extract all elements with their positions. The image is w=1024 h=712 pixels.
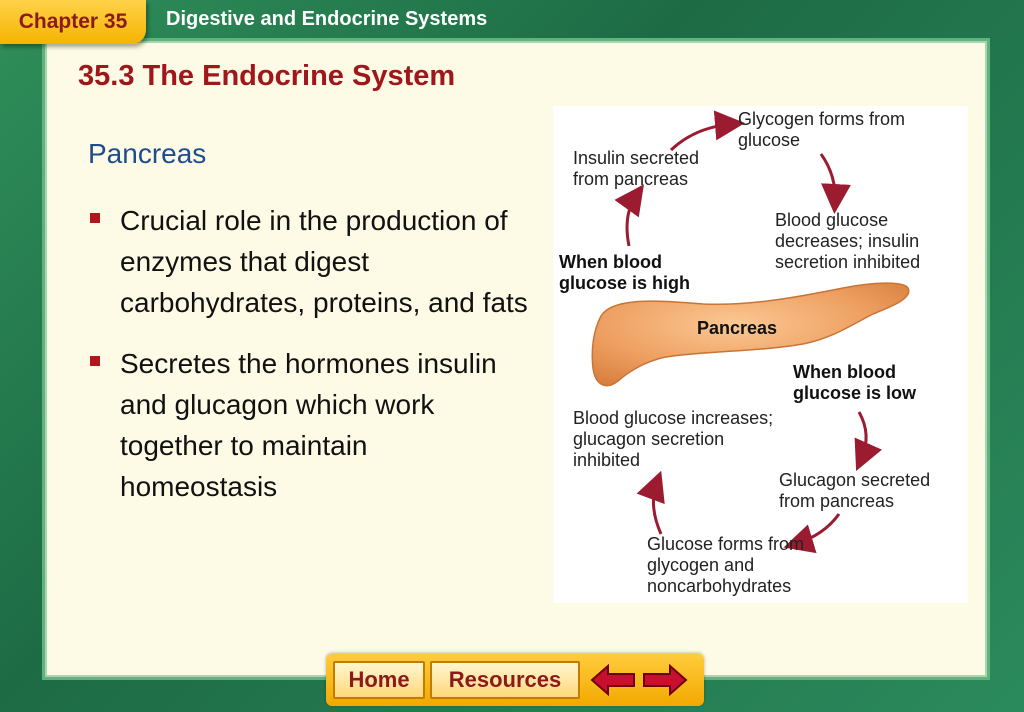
next-arrow-icon[interactable] [640, 662, 690, 698]
bottom-nav-bar: Home Resources [326, 654, 704, 706]
diagram-graphics [591, 110, 910, 554]
label-when-high: When blood glucose is high [559, 252, 691, 293]
label-pancreas: Pancreas [697, 318, 778, 338]
label-glycogen-forms: Glycogen forms from glucose [738, 109, 906, 150]
section-title: 35.3 The Endocrine System [78, 60, 456, 92]
header-title: Digestive and Endocrine Systems [166, 8, 488, 30]
chapter-tab: Chapter 35 [0, 0, 146, 44]
arrow-glycogen-to-decrease [819, 153, 851, 214]
label-when-low: When blood glucose is low [793, 362, 917, 403]
arrow-high-to-insulin [614, 184, 644, 247]
arrow-glucagon-to-glucose [783, 513, 841, 554]
previous-arrow-icon[interactable] [588, 662, 638, 698]
bullet-item: Secretes the hormones insulin and glucag… [88, 343, 528, 507]
bullet-item: Crucial role in the production of enzyme… [88, 200, 528, 323]
glucose-regulation-diagram: Glycogen forms from glucose Insulin secr… [553, 106, 968, 603]
arrow-insulin-to-glycogen [669, 110, 745, 152]
slide-subtitle: Pancreas [88, 138, 207, 169]
arrow-low-to-glucagon [854, 411, 883, 471]
bullet-text: Crucial role in the production of enzyme… [120, 205, 528, 318]
arrow-glucose-to-increase [636, 470, 665, 535]
label-glucose-forms: Glucose forms from glycogen and noncarbo… [647, 534, 805, 596]
label-insulin-secreted: Insulin secreted from pancreas [573, 148, 700, 189]
home-button[interactable]: Home [333, 661, 425, 699]
label-blood-glucose-decreases: Blood glucose decreases; insulin secreti… [775, 210, 921, 272]
resources-button[interactable]: Resources [430, 661, 580, 699]
pancreas-organ [591, 282, 910, 387]
bullet-list: Crucial role in the production of enzyme… [88, 200, 528, 527]
bullet-text: Secretes the hormones insulin and glucag… [120, 348, 497, 502]
label-blood-glucose-increases: Blood glucose increases; glucagon secret… [573, 408, 774, 470]
square-bullet-icon [90, 356, 100, 366]
label-glucagon-secreted: Glucagon secreted from pancreas [779, 470, 931, 511]
square-bullet-icon [90, 213, 100, 223]
